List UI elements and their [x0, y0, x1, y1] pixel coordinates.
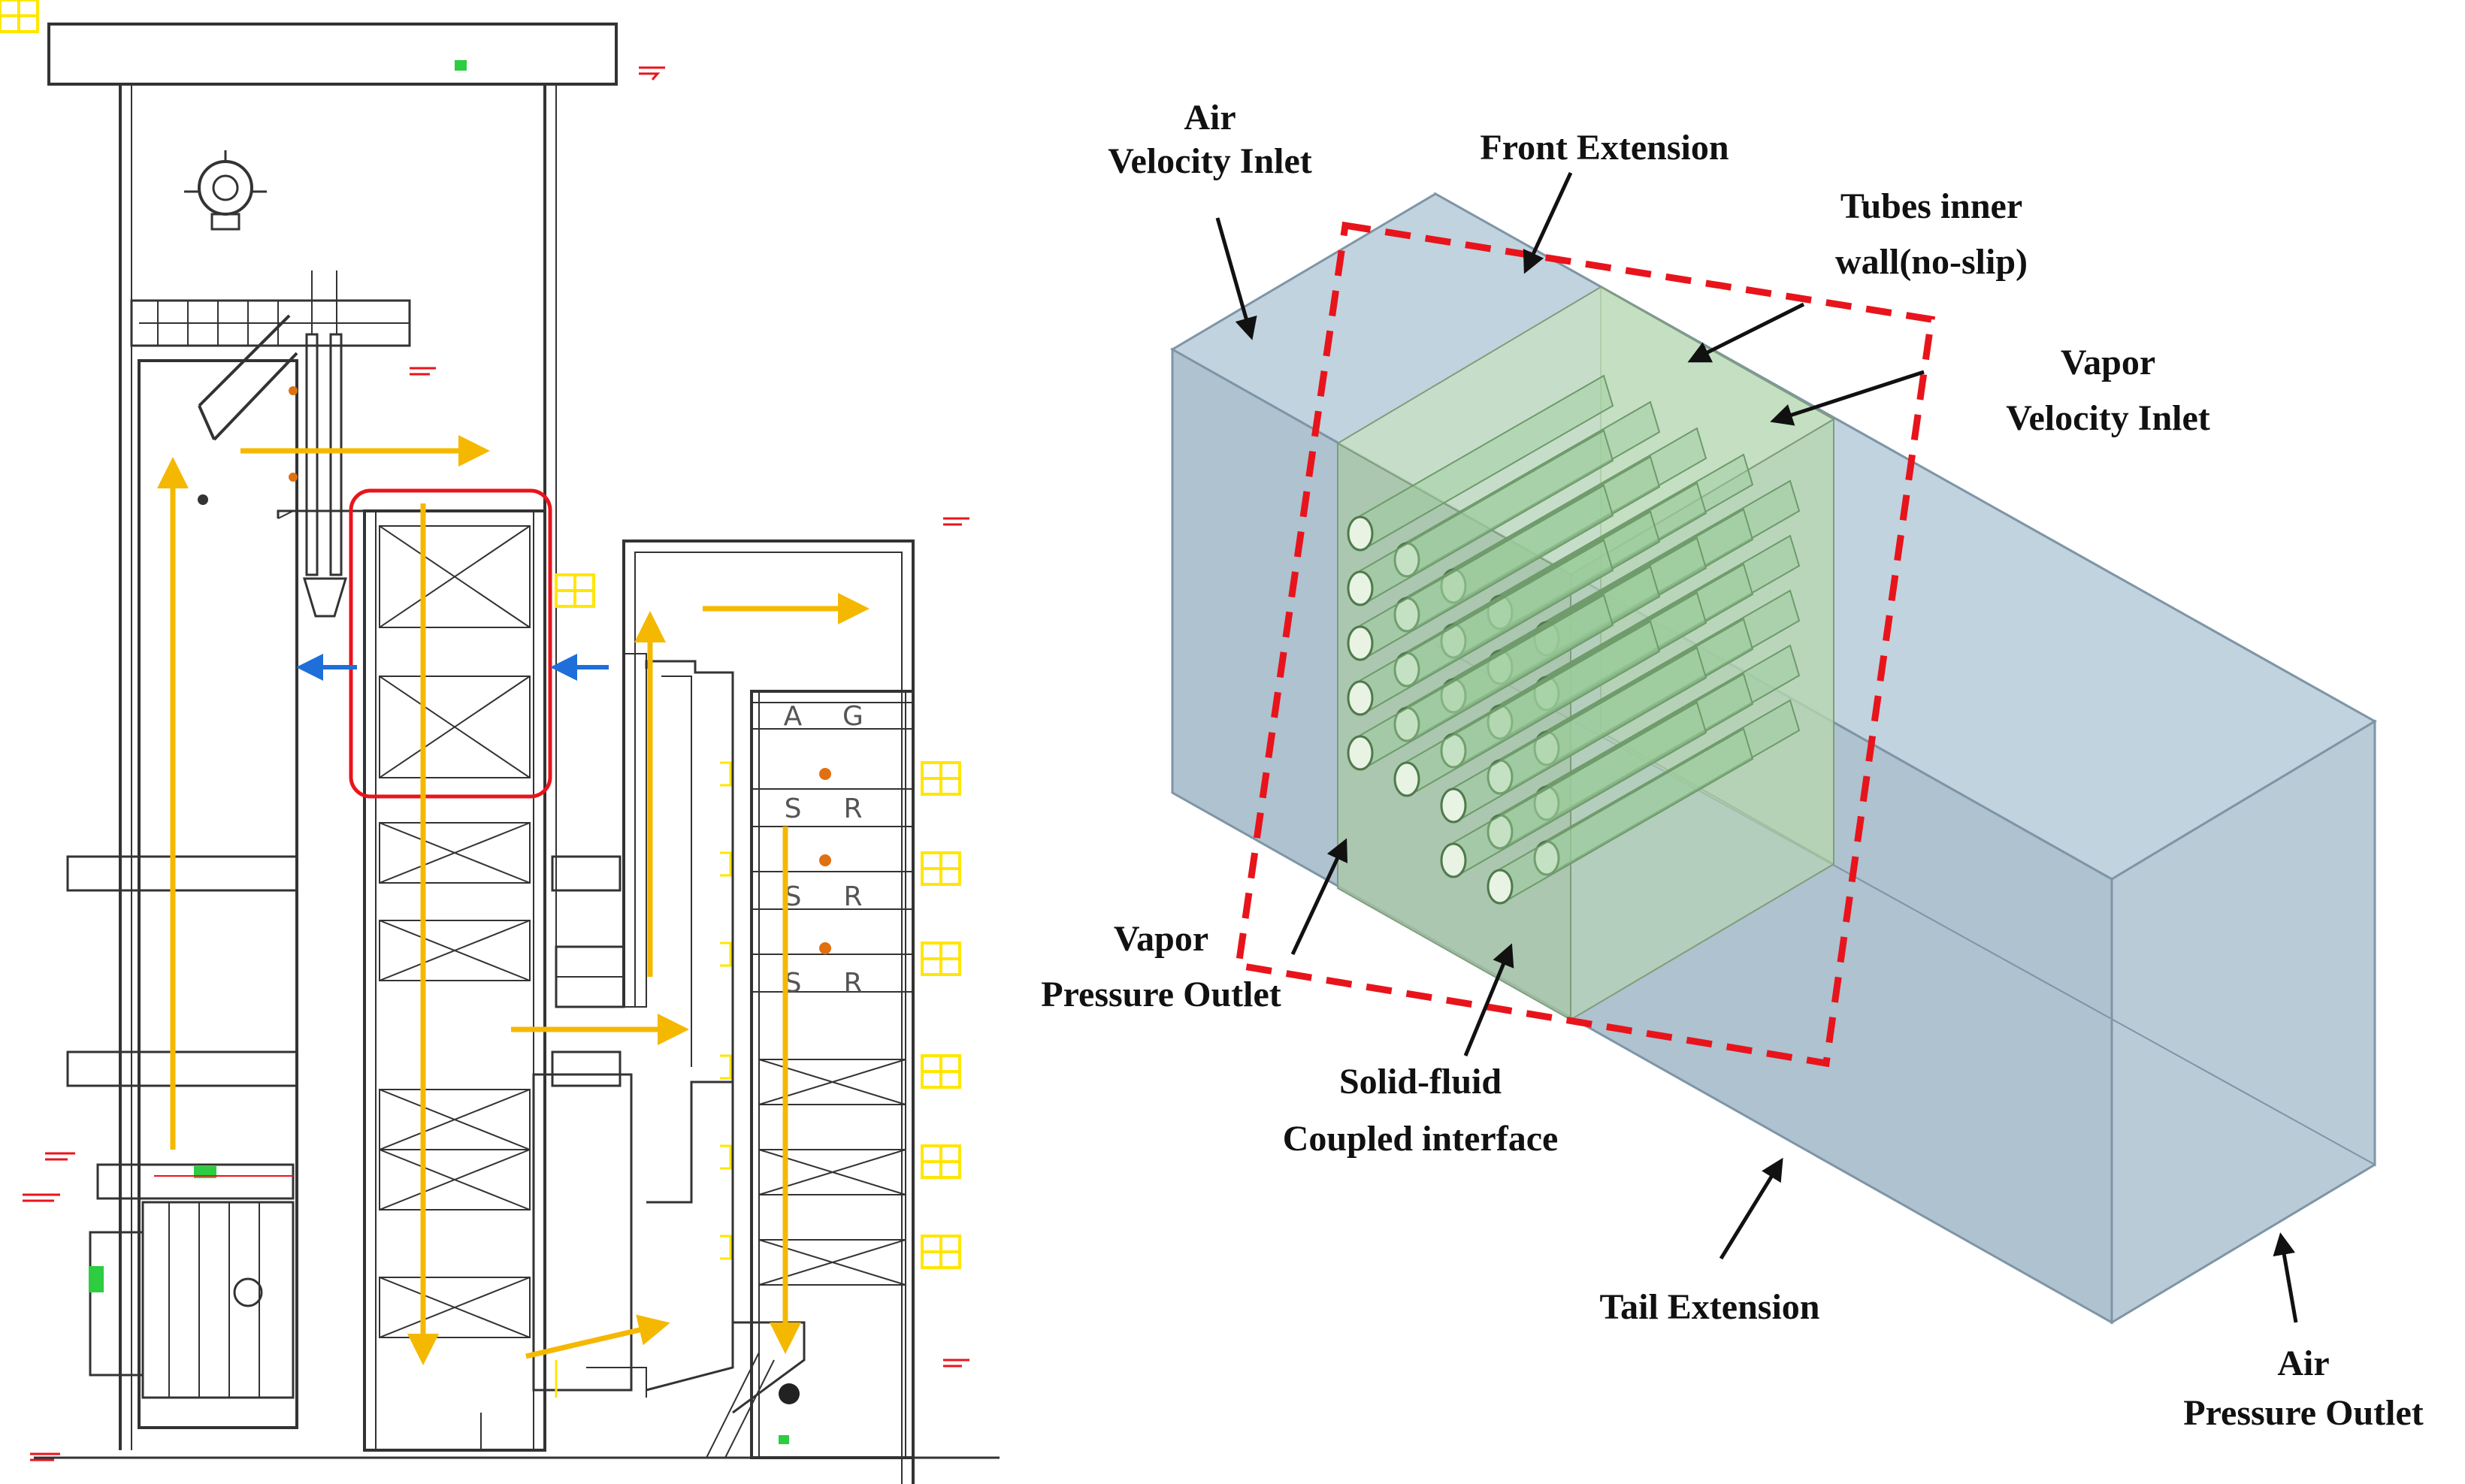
pointer-air-inlet	[1215, 217, 1257, 340]
roof-beam	[47, 23, 618, 86]
tube-end	[1347, 625, 1374, 661]
bank-letter: R	[843, 793, 862, 824]
pointer-tail-extension	[1719, 1157, 1783, 1260]
label-line: Vapor	[2061, 343, 2155, 382]
coupled-interface-outline	[1234, 221, 1936, 1068]
exchanger-modules	[379, 525, 531, 1338]
bank-labels: A G S R S R S R	[784, 701, 864, 999]
pointer-air-outlet	[2273, 1232, 2298, 1323]
label-tail-extension: Tail Extension	[1600, 1287, 1820, 1327]
flow-arrows	[157, 435, 870, 1365]
bank-letter: R	[843, 881, 862, 912]
tube-end	[1347, 735, 1374, 771]
bank-letter: S	[785, 881, 802, 912]
pointer-arrows	[1215, 171, 2298, 1323]
label-front-extension: Front Extension	[1480, 128, 1729, 168]
bank-letter: A	[784, 701, 803, 732]
tube-end	[1347, 515, 1374, 552]
bank-letter: G	[842, 701, 864, 732]
pointer-solid-fluid	[1463, 943, 1514, 1056]
bank-letter: S	[785, 793, 802, 824]
flow-arrow-bottom	[525, 1314, 670, 1359]
label-line: Vapor	[1114, 919, 1208, 959]
bank-letter: R	[843, 968, 862, 999]
label-line: Velocity Inlet	[1108, 141, 1312, 181]
schematic-markers	[23, 60, 969, 1461]
pointer-front-extension	[1523, 171, 1573, 274]
label-line: Tubes inner	[1840, 186, 2022, 226]
label-line: wall(no-slip)	[1835, 242, 2028, 282]
tube-end	[1440, 842, 1467, 878]
pointer-vapor-outlet	[1290, 838, 1348, 956]
label-line: Air	[1184, 98, 1236, 138]
bank-letter: S	[785, 968, 802, 999]
label-line: Coupled interface	[1283, 1119, 1559, 1159]
boiler-schematic	[34, 23, 1000, 1484]
tube-end	[1440, 787, 1467, 824]
label-tubes-inner-wall: Tubes inner wall(no-slip)	[1835, 186, 2028, 282]
tubes	[1347, 374, 1801, 905]
label-line: Velocity Inlet	[2006, 398, 2210, 438]
tube-end	[1347, 570, 1374, 606]
label-line: Solid-fluid	[1339, 1062, 1502, 1102]
furnace-wall	[138, 359, 298, 1429]
highlight-box	[349, 488, 552, 799]
label-line: Pressure Outlet	[1041, 975, 1281, 1014]
tube-end	[1393, 761, 1420, 797]
pointer-vapor-inlet	[1770, 370, 1925, 426]
tube-end	[1487, 869, 1514, 905]
heat-exchanger-column	[363, 509, 546, 1452]
economizer-tower	[750, 690, 915, 1459]
label-line: Air	[2277, 1343, 2329, 1383]
label-line: Tail Extension	[1600, 1287, 1820, 1327]
pointer-tubes-wall	[1687, 302, 1805, 363]
label-line: Front Extension	[1480, 128, 1729, 168]
label-line: Pressure Outlet	[2183, 1393, 2424, 1433]
tube-end	[1347, 680, 1374, 716]
yellow-grid-symbols	[0, 0, 961, 1398]
